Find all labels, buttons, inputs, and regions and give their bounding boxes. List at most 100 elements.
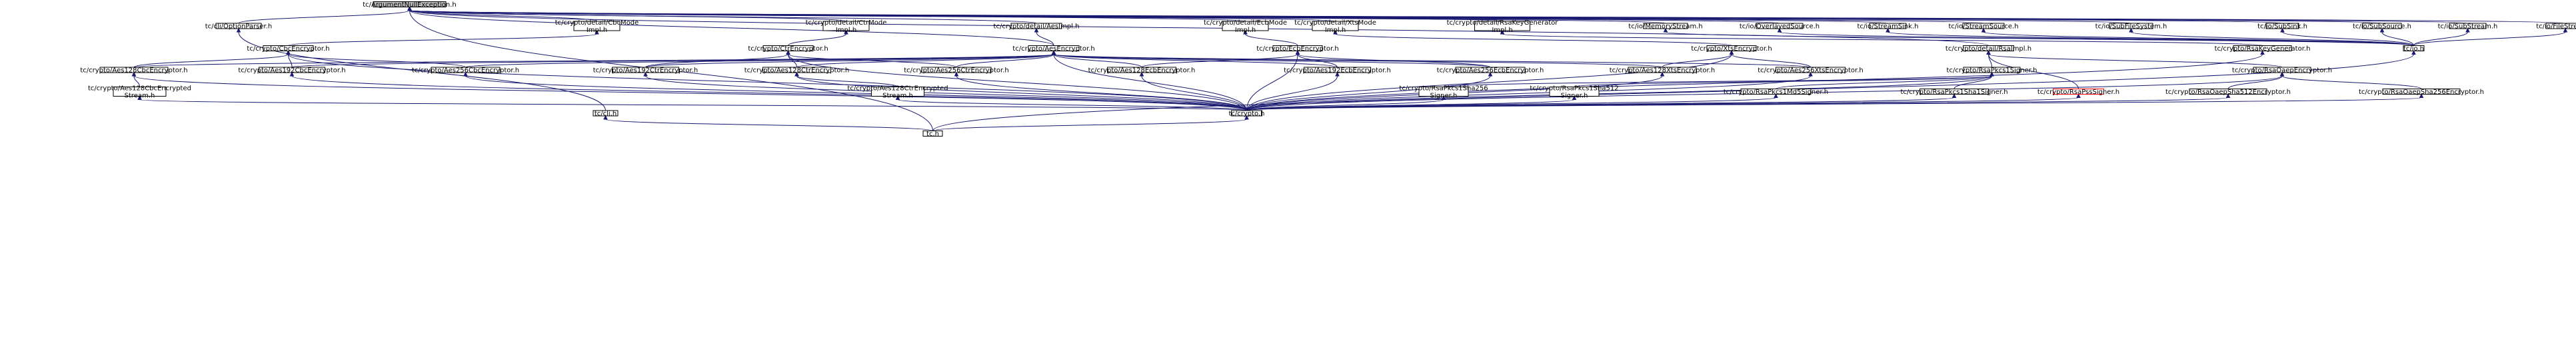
node-subfilesys[interactable]: tc/io/SubFileSystem.h <box>2095 23 2167 31</box>
node-pkcs1md5[interactable]: tc/crypto/RsaPkcs1Md5Signer.h <box>1724 89 1828 96</box>
node-label: tc/io/SubSink.h <box>2257 23 2307 31</box>
node-overlayed[interactable]: tc/io/OverlayedSource.h <box>1740 23 1820 31</box>
node-label: tc/crypto/Aes128CtrEncrypted <box>847 85 948 93</box>
node-cbcenc[interactable]: tc/crypto/CbcEncryptor.h <box>247 45 330 53</box>
node-aes256xts[interactable]: tc/crypto/Aes256XtsEncryptor.h <box>1758 67 1864 75</box>
node-label: tc/crypto/detail/RsaImpl.h <box>1945 45 2031 53</box>
node-filestream[interactable]: tc/io/FileStream.h <box>2536 23 2576 31</box>
node-aesenc[interactable]: tc/crypto/AesEncryptor.h <box>1012 45 1095 53</box>
edge-aes128cbc-to-cbcenc <box>133 50 291 68</box>
node-ioh[interactable]: tc/io.h <box>2403 45 2425 53</box>
node-label: tc/crypto/Aes128CtrEncryptor.h <box>744 67 849 75</box>
node-clih[interactable]: tc/cli.h <box>593 110 619 118</box>
edge-ecbenc-to-ecbmode <box>1243 29 1298 46</box>
node-label: tc/io/StreamSource.h <box>1948 23 2018 31</box>
node-label: tc/crypto/detail/CbcMode <box>555 19 639 27</box>
node-aes192cbc[interactable]: tc/crypto/Aes192CbcEncryptor.h <box>238 67 346 75</box>
edge-cryptoh-to-aes192cbc <box>289 71 1247 111</box>
node-subsink[interactable]: tc/io/SubSink.h <box>2257 23 2307 31</box>
node-oaep512[interactable]: tc/crypto/RsaOaepSha512Encryptor.h <box>2165 89 2291 96</box>
node-label: tc.h <box>926 131 939 138</box>
node-optionparser[interactable]: tc/cli/OptionParser.h <box>205 23 272 31</box>
edge-cryptoh-to-cbcenc <box>286 50 1247 111</box>
node-aes128ctr[interactable]: tc/crypto/Aes128CtrEncryptor.h <box>744 67 849 75</box>
node-label: tc/ArgumentNullException.h <box>363 1 457 9</box>
node-rsaimpl[interactable]: tc/crypto/detail/RsaImpl.h <box>1945 45 2031 53</box>
node-psssigner[interactable]: tc/crypto/RsaPssSigner.h <box>2037 89 2119 96</box>
node-aes128cbc[interactable]: tc/crypto/Aes128CbcEncryptor.h <box>80 67 188 75</box>
node-pkcs1sha1[interactable]: tc/crypto/RsaPkcs1Sha1Signer.h <box>1900 89 2008 96</box>
node-label: tc/crypto/RsaOaepEncryptor.h <box>2232 67 2332 75</box>
node-layer: tc/ArgumentNullException.h tc/cli/OptionP… <box>80 1 2576 138</box>
edge-cryptoh-to-aes128cbc <box>131 71 1247 111</box>
node-xtsenc[interactable]: tc/crypto/XtsEncryptor.h <box>1691 45 1772 53</box>
node-substream[interactable]: tc/io/SubStream.h <box>2438 23 2498 31</box>
node-label: Stream.h <box>125 93 155 100</box>
edge-aes128xts-to-aesenc <box>1051 50 1663 68</box>
node-streamsource[interactable]: tc/io/StreamSource.h <box>1948 23 2019 31</box>
node-aesimpl[interactable]: tc/crypto/detail/AesImpl.h <box>994 23 1080 31</box>
node-cryptoh[interactable]: tc/crypto.h <box>1228 110 1265 118</box>
node-label: tc/io/SubFileSystem.h <box>2095 23 2167 31</box>
edge-xtsenc-to-xtsmode <box>1333 29 1732 46</box>
node-label: tc/crypto/detail/RsaKeyGenerator <box>1447 19 1559 27</box>
edge-ioh-to-subfilesys <box>2129 27 2414 46</box>
node-label: tc/crypto/RsaOaepSha256Encryptor.h <box>2359 89 2484 96</box>
node-label: tc/cli.h <box>595 111 617 118</box>
node-label: Impl.h <box>1235 27 1256 34</box>
edge-cryptoh-to-aes192ecb <box>1246 71 1340 111</box>
node-ctrenc[interactable]: tc/crypto/CtrEncryptor.h <box>748 45 828 53</box>
node-root[interactable]: tc/ArgumentNullException.h <box>363 1 457 9</box>
edge-cryptoh-to-aes192ctr <box>643 71 1247 111</box>
edge-cryptoh-to-aesenc <box>1051 50 1247 111</box>
node-aes192ecb[interactable]: tc/crypto/Aes192EcbEncryptor.h <box>1284 67 1391 75</box>
edge-cryptoh-to-pkcs1sha256 <box>1246 95 1446 111</box>
node-oaep256[interactable]: tc/crypto/RsaOaepSha256Encryptor.h <box>2359 89 2484 96</box>
node-tch[interactable]: tc.h <box>922 131 943 138</box>
node-aes128ecb[interactable]: tc/crypto/Aes128EcbEncryptor.h <box>1088 67 1196 75</box>
edge-aesenc-to-aesimpl <box>1034 27 1054 46</box>
node-label: Impl.h <box>836 27 856 34</box>
edge-cryptoh-to-pkcs1md5 <box>1246 93 1778 111</box>
node-aes256ctr[interactable]: tc/crypto/Aes256CtrEncryptor.h <box>904 67 1009 75</box>
node-label: tc/io/FileStream.h <box>2536 23 2576 31</box>
node-label: tc/crypto/Aes256CbcEncryptor.h <box>412 67 519 75</box>
edge-aes256cbc-to-cbcenc <box>286 50 466 68</box>
node-aes192ctr[interactable]: tc/crypto/Aes192CtrEncryptor.h <box>593 67 698 75</box>
node-label: tc/io/MemoryStream.h <box>1628 23 1702 31</box>
node-label: tc/crypto.h <box>1228 111 1264 118</box>
edge-aes128xts-to-xtsenc <box>1662 50 1734 68</box>
edge-tch-to-clih <box>603 115 933 131</box>
node-label: Signer.h <box>1430 93 1458 100</box>
node-label: tc/crypto/CtrEncryptor.h <box>748 45 828 53</box>
edge-cryptoh-to-aes128ecb <box>1139 71 1247 111</box>
edge-ctrenc-to-ctrmode <box>788 29 848 46</box>
node-rsakeygenh[interactable]: tc/crypto/RsaKeyGenerator.h <box>2215 45 2311 53</box>
node-aes256ecb[interactable]: tc/crypto/Aes256EcbEncryptor.h <box>1437 67 1544 75</box>
node-aes128xts[interactable]: tc/crypto/Aes128XtsEncryptor.h <box>1610 67 1715 75</box>
node-streamsink[interactable]: tc/io/StreamSink.h <box>1857 23 1919 31</box>
node-rsaoaep[interactable]: tc/crypto/RsaOaepEncryptor.h <box>2232 67 2332 75</box>
node-rsapkcs1[interactable]: tc/crypto/RsaPkcs1Signer.h <box>1947 67 2037 75</box>
edge-cryptoh-to-xtsenc <box>1246 50 1734 111</box>
node-ecbenc[interactable]: tc/crypto/EcbEncryptor.h <box>1256 45 1339 53</box>
edge-cryptoh-to-ecbenc <box>1246 50 1300 111</box>
node-label: tc/crypto/detail/XtsMode <box>1294 19 1376 27</box>
node-subsource[interactable]: tc/io/SubSource.h <box>2353 23 2411 31</box>
node-memstream[interactable]: tc/io/MemoryStream.h <box>1628 23 1703 31</box>
node-label: tc/crypto/Aes128EcbEncryptor.h <box>1088 67 1196 75</box>
edge-cryptoh-to-oaep256 <box>1246 93 2424 111</box>
node-aes256cbc[interactable]: tc/crypto/Aes256CbcEncryptor.h <box>412 67 519 75</box>
edge-cryptoh-to-aes128ctr <box>794 71 1247 111</box>
edge-aes256ctr-to-aesenc <box>956 50 1056 68</box>
